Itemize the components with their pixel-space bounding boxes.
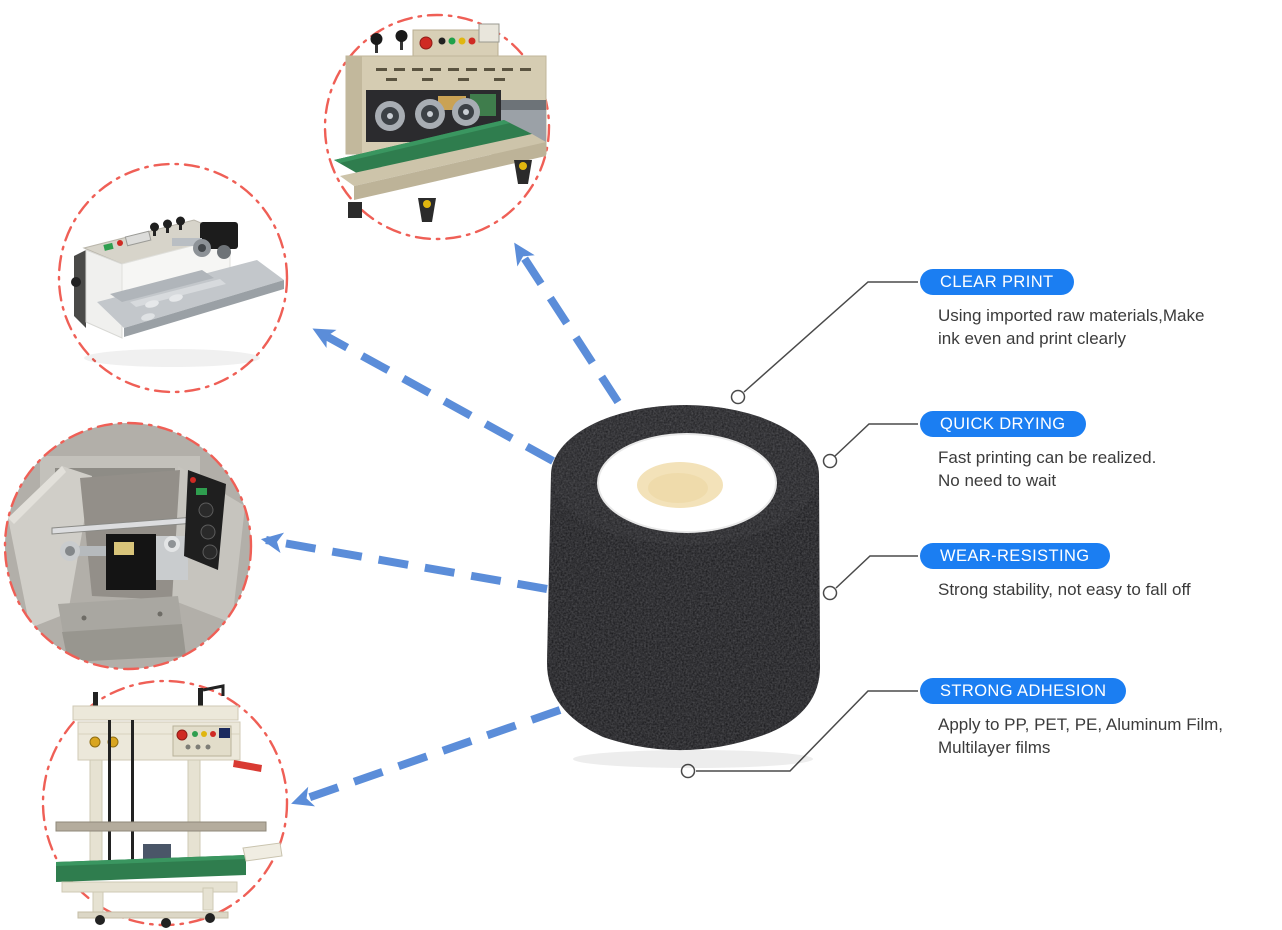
description-line: ink even and print clearly <box>938 329 1127 348</box>
arrow-to-ink-roll-coding-machine <box>260 532 548 593</box>
description-line: Multilayer films <box>938 738 1051 757</box>
feature-description-strong-adhesion: Apply to PP, PET, PE, Aluminum Film, Mul… <box>938 713 1223 759</box>
vertical-band-sealer-illustration <box>55 684 283 928</box>
dashed-circle-3 <box>3 421 253 671</box>
description-line: Apply to PP, PET, PE, Aluminum Film, <box>938 715 1224 734</box>
feature-callout-wear-resisting: WEAR-RESISTING Strong stability, not eas… <box>920 543 1191 601</box>
roller-shadow <box>573 750 813 768</box>
horizontal-band-sealer-illustration <box>334 23 547 222</box>
description-line: Fast printing can be realized. <box>938 448 1157 467</box>
feature-badge-clear-print: CLEAR PRINT <box>920 269 1074 295</box>
batch-coding-machine-illustration <box>71 216 284 367</box>
machine-batch-coding-machine <box>57 162 289 394</box>
feature-description-quick-drying: Fast printing can be realized. No need t… <box>938 446 1156 492</box>
description-line: Using imported raw materials,Make <box>938 306 1205 325</box>
feature-callout-strong-adhesion: STRONG ADHESION Apply to PP, PET, PE, Al… <box>920 678 1223 759</box>
feature-badge-strong-adhesion: STRONG ADHESION <box>920 678 1127 704</box>
ink-roll-coding-machine-illustration <box>8 456 245 662</box>
feature-callout-clear-print: CLEAR PRINT Using imported raw materials… <box>920 269 1204 350</box>
leader-quick-drying <box>834 423 918 457</box>
leader-wear-resisting <box>835 555 918 589</box>
dashed-circle-1 <box>323 13 551 241</box>
roller-body <box>547 405 821 751</box>
machine-ink-roll-coding-machine <box>3 421 253 671</box>
machine-vertical-band-sealer <box>41 679 289 928</box>
leader-clear-print <box>743 281 918 393</box>
arrow-to-vertical-band-sealer <box>291 706 562 807</box>
feature-badge-wear-resisting: WEAR-RESISTING <box>920 543 1110 569</box>
feature-description-clear-print: Using imported raw materials,Make ink ev… <box>938 304 1204 350</box>
hot-ink-roller-image <box>547 405 821 768</box>
dashed-circle-2 <box>57 162 289 394</box>
feature-badge-quick-drying: QUICK DRYING <box>920 411 1086 437</box>
feature-callout-quick-drying: QUICK DRYING Fast printing can be realiz… <box>920 411 1156 492</box>
description-line: Strong stability, not easy to fall off <box>938 580 1191 599</box>
description-line: No need to wait <box>938 471 1057 490</box>
machine-horizontal-band-sealer <box>323 13 551 241</box>
arrow-to-horizontal-band-sealer <box>513 242 622 405</box>
feature-description-wear-resisting: Strong stability, not easy to fall off <box>938 578 1191 601</box>
arrow-to-batch-coding-machine <box>312 327 555 465</box>
